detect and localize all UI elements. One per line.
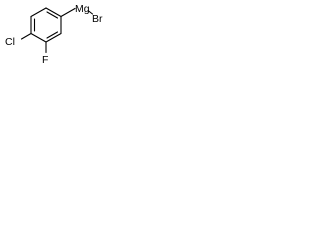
ring-bond-bottom-right [45,32,62,43]
ring-double-bond-bottom-right [46,31,59,39]
ring-bond-top-left [30,7,47,18]
bond-to-cl [20,32,32,40]
bond-to-mg [60,7,76,18]
ring-bond-bottom-left [30,32,47,43]
bond-mg-br [87,9,94,15]
atom-label-br: Br [92,13,103,25]
ring-bond-top-right [45,7,62,18]
benzene-ring [30,7,62,43]
atom-label-cl: Cl [5,36,15,48]
atom-label-f: F [42,54,48,66]
ring-double-bond-top-right [46,11,59,19]
chemical-structure: Mg Br Cl F [5,3,103,66]
atom-label-mg: Mg [75,3,90,15]
